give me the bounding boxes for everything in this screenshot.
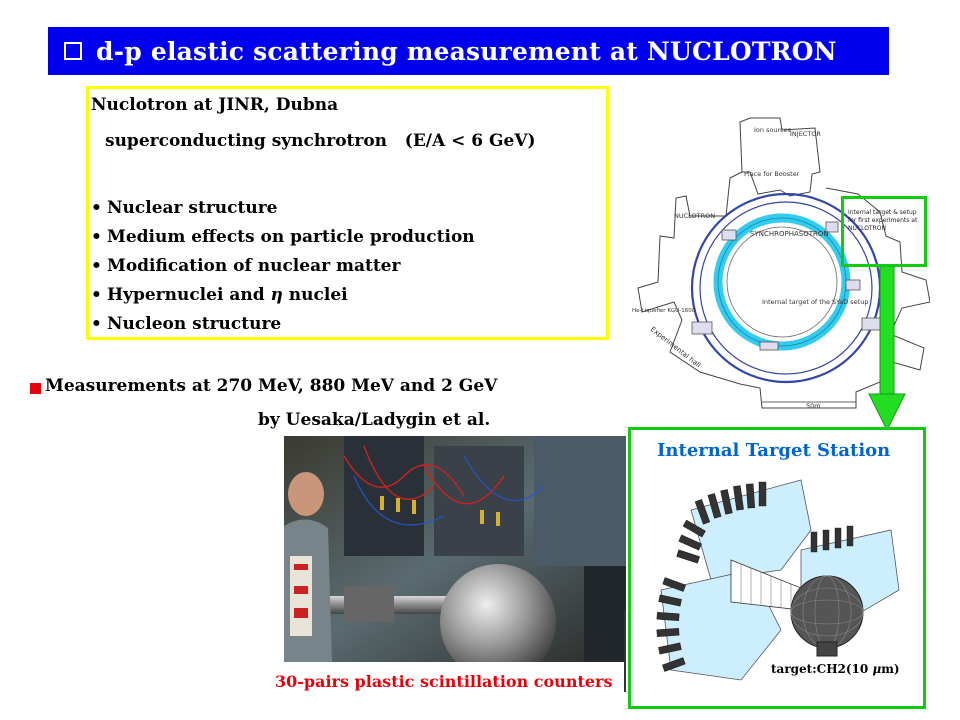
- diagram-label: Internal target of the SYaD setup: [762, 298, 868, 306]
- title-bar: d-p elastic scattering measurement at NU…: [48, 27, 889, 75]
- diagram-label: 50m: [806, 402, 821, 410]
- down-arrow-icon: [868, 266, 906, 432]
- internal-target-station-box: Internal Target Station: [628, 427, 926, 709]
- list-item: •Modification of nuclear matter: [91, 255, 401, 276]
- bullet-dot-icon: •: [91, 313, 102, 334]
- list-item: •Hypernuclei and η nuclei: [91, 284, 348, 305]
- info-subheading: superconducting synchrotron (E/A < 6 GeV…: [105, 131, 536, 151]
- hollow-square-icon: [64, 42, 82, 60]
- page-title: d-p elastic scattering measurement at NU…: [96, 36, 837, 66]
- info-heading: Nuclotron at JINR, Dubna: [91, 95, 339, 115]
- bullet-dot-icon: •: [91, 255, 102, 276]
- bullet-dot-icon: •: [91, 226, 102, 247]
- target-label: target:CH2(10 μm): [771, 662, 900, 676]
- list-item: •Medium effects on particle production: [91, 226, 475, 247]
- accelerator-layout-diagram: Ion sources INJECTOR Place for Booster N…: [632, 117, 930, 410]
- bullet-dot-icon: •: [91, 197, 102, 218]
- photo-caption: 30-pairs plastic scintillation counters: [275, 672, 613, 691]
- research-topics-list: •Nuclear structure •Medium effects on pa…: [89, 193, 475, 338]
- eta-symbol: η: [270, 284, 283, 305]
- diagram-label: INJECTOR: [790, 130, 821, 138]
- photo-divider: [624, 610, 626, 692]
- diagram-label: Ion sources: [754, 126, 792, 134]
- target-station-drawing: [656, 479, 900, 681]
- diagram-label: Place for Booster: [744, 170, 800, 178]
- experiment-photo: [284, 436, 626, 662]
- diagram-label: He-Liquefier KGU-1600: [632, 308, 696, 314]
- highlight-box-internal-target: Internal target & setup for first experi…: [841, 196, 927, 267]
- mu-symbol: μ: [872, 662, 882, 676]
- bullet-dot-icon: •: [91, 284, 102, 305]
- list-item: •Nucleon structure: [91, 313, 282, 334]
- measurements-line: Measurements at 270 MeV, 880 MeV and 2 G…: [30, 376, 497, 396]
- its-title: Internal Target Station: [657, 440, 891, 461]
- highlight-text: Internal target & setup for first experi…: [848, 209, 918, 232]
- diagram-label: NUCLOTRON: [674, 212, 715, 220]
- nuclotron-info-box: Nuclotron at JINR, Dubna superconducting…: [86, 86, 609, 340]
- list-item: •Nuclear structure: [91, 197, 278, 218]
- diagram-label: SYNCHROPHASOTRON: [750, 230, 829, 238]
- red-square-bullet-icon: [30, 382, 41, 394]
- measurements-authors: by Uesaka/Ladygin et al.: [258, 410, 491, 430]
